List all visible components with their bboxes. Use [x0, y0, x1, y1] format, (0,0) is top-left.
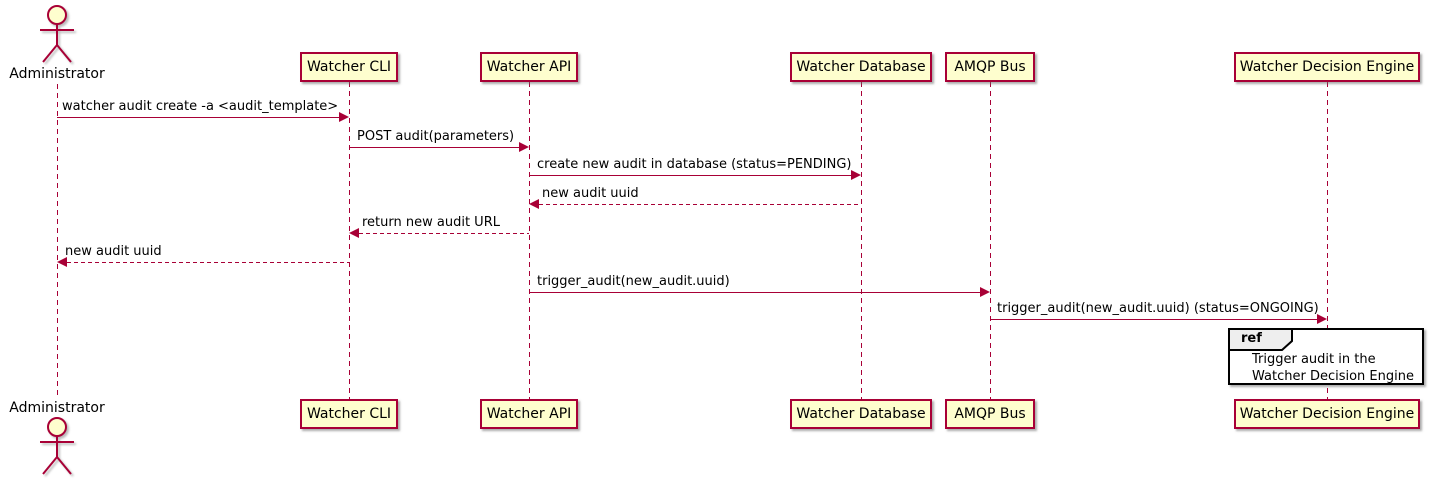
participant-watcher-database-top: Watcher Database: [790, 52, 932, 82]
actor-icon: [40, 417, 74, 475]
ref-keyword: ref: [1241, 331, 1262, 346]
message-line-3: [529, 175, 851, 176]
ref-text-line-2: Watcher Decision Engine: [1252, 369, 1414, 384]
participant-watcher-api-bottom: Watcher API: [480, 399, 578, 429]
arrowhead-right-icon: [339, 112, 349, 122]
arrowhead-right-icon: [1317, 314, 1327, 324]
message-label-8: trigger_audit(new_audit.uuid) (status=ON…: [997, 301, 1319, 316]
message-label-1: watcher audit create -a <audit_template>: [62, 99, 339, 114]
message-line-7: [529, 292, 980, 293]
participant-watcher-decision-engine-top: Watcher Decision Engine: [1234, 52, 1420, 82]
lifeline-watcher-cli: [349, 82, 350, 399]
message-line-8: [990, 319, 1317, 320]
message-label-4: new audit uuid: [542, 186, 639, 201]
message-label-3: create new audit in database (status=PEN…: [537, 157, 852, 172]
participant-watcher-database-bottom: Watcher Database: [790, 399, 932, 429]
participant-watcher-api-top: Watcher API: [480, 52, 578, 82]
lifeline-watcher-database: [861, 82, 862, 399]
ref-text-line-1: Trigger audit in the: [1252, 352, 1376, 367]
arrowhead-right-icon: [519, 142, 529, 152]
message-line-4: [539, 204, 861, 205]
message-label-7: trigger_audit(new_audit.uuid): [537, 274, 730, 289]
message-label-2: POST audit(parameters): [357, 129, 515, 144]
arrowhead-left-icon: [57, 257, 67, 267]
message-line-2: [349, 147, 519, 148]
arrowhead-right-icon: [980, 287, 990, 297]
arrowhead-left-icon: [349, 228, 359, 238]
message-label-5: return new audit URL: [362, 215, 500, 230]
participant-amqp-bus-top: AMQP Bus: [945, 52, 1035, 82]
actor-icon: [40, 5, 74, 63]
participant-watcher-cli-bottom: Watcher CLI: [300, 399, 398, 429]
actor-label-top: Administrator: [9, 66, 105, 82]
lifeline-amqp-bus: [990, 82, 991, 399]
participant-watcher-decision-engine-bottom: Watcher Decision Engine: [1234, 399, 1420, 429]
lifeline-watcher-decision-engine: [1327, 82, 1328, 399]
lifeline-administrator: [57, 84, 58, 399]
ref-fragment: ref Trigger audit in the Watcher Decisio…: [1228, 328, 1424, 385]
message-line-6: [67, 262, 349, 263]
actor-label-bottom: Administrator: [9, 400, 105, 416]
participant-amqp-bus-bottom: AMQP Bus: [945, 399, 1035, 429]
arrowhead-left-icon: [529, 199, 539, 209]
message-line-1: [57, 117, 339, 118]
message-line-5: [359, 233, 529, 234]
message-label-6: new audit uuid: [65, 244, 162, 259]
participant-watcher-cli-top: Watcher CLI: [300, 52, 398, 82]
arrowhead-right-icon: [851, 170, 861, 180]
lifeline-watcher-api: [529, 82, 530, 399]
ref-tab-icon: [1228, 328, 1293, 351]
